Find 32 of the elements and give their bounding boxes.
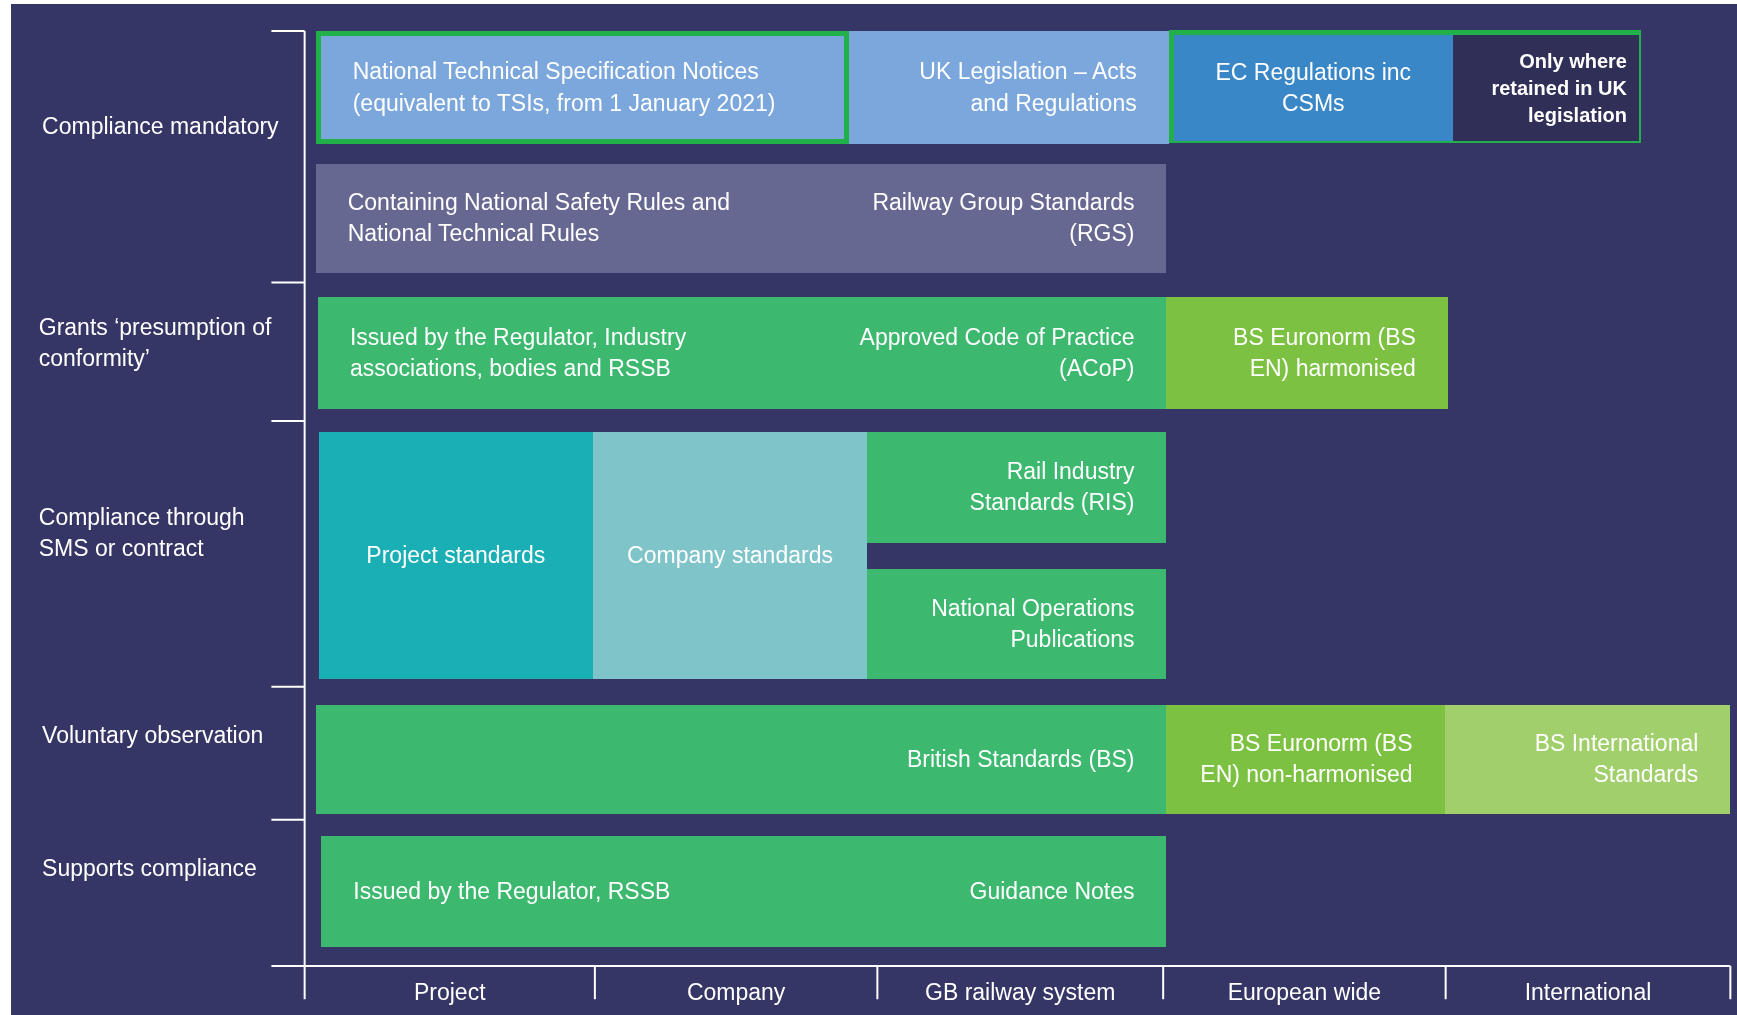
operations-box: National Operations Publications [867,569,1167,680]
row-label: Supports compliance [42,854,258,883]
code-of-practice-band [317,296,1167,409]
euronorm-box: BS Euronorm (BS EN) harmonised [1166,296,1448,409]
column-label: International [1523,979,1653,1007]
international-standards-box: BS International Standards [1444,704,1731,815]
euronorm-box: BS Euronorm (BS EN) non-harmonised [1166,704,1445,815]
column-label: Project [412,979,487,1007]
column-label: Company [685,979,787,1007]
row-label: Compliance mandatory [42,111,280,141]
legislation-box: UK Legislation – Acts and Regulations [848,31,1169,144]
band-title: Approved Code of Practice (ACoP) [858,322,1135,383]
british-standards-band: British Standards (BS) [315,704,1167,815]
row-label: Voluntary observation [42,721,265,751]
band-description: Issued by the Regulator, Industry associations, bodies and RSSB [349,322,688,383]
company-standards-box: Company standards [592,432,868,680]
row-label: Grants ‘presumption of conformity’ [38,313,273,374]
band-description: Issued by the Regulator, RSSB [353,877,671,907]
band-title: Guidance Notes [969,877,1135,907]
guidance-band [321,836,1167,948]
band-description: Containing National Safety Rules and National Technical Rules [347,188,731,249]
standards-band [315,163,1167,273]
band-title: Railway Group Standards (RGS) [871,188,1135,249]
column-label: European wide [1226,979,1383,1007]
highlight-frame [1168,29,1641,143]
row-label: Compliance through SMS or contract [38,502,246,563]
ris-box: Rail Industry Standards (RIS) [867,432,1167,543]
project-standards-box: Project standards [319,432,593,680]
note-box: Only where retained in UK legislation [1452,34,1639,142]
regulations-box: EC Regulations inc CSMs [1173,34,1453,142]
specification-box: National Technical Specification Notices (equivalent to TSIs, from 1 January 2021) [315,31,849,144]
column-label: GB railway system [924,979,1117,1007]
